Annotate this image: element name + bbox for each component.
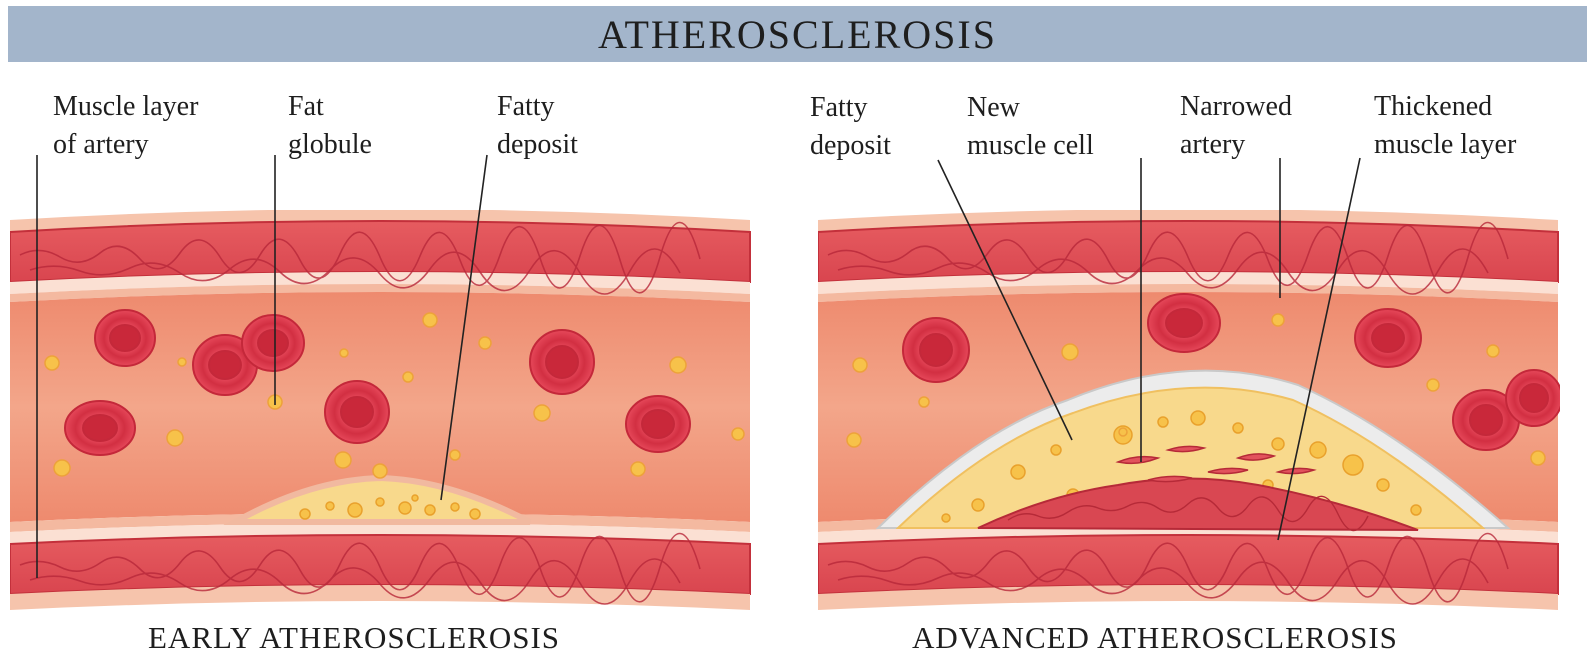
label-thickened-muscle-layer: Thickened muscle layer [1374, 88, 1516, 164]
label-fatty-deposit-early: Fatty deposit [497, 88, 578, 164]
early-artery-panel [10, 210, 750, 620]
label-narrowed-artery: Narrowed artery [1180, 88, 1292, 164]
caption-early: EARLY ATHEROSCLEROSIS [148, 620, 560, 656]
label-muscle-layer: Muscle layer of artery [53, 88, 198, 164]
advanced-artery-illustration [818, 210, 1560, 620]
early-artery-illustration [10, 210, 752, 620]
caption-advanced: ADVANCED ATHEROSCLEROSIS [912, 620, 1398, 656]
label-fat-globule: Fat globule [288, 88, 372, 164]
page-title: ATHEROSCLEROSIS [598, 11, 997, 58]
title-bar: ATHEROSCLEROSIS [8, 6, 1587, 62]
label-new-muscle-cell: New muscle cell [967, 89, 1094, 165]
advanced-artery-panel [818, 210, 1560, 620]
label-fatty-deposit-advanced: Fatty deposit [810, 89, 891, 165]
